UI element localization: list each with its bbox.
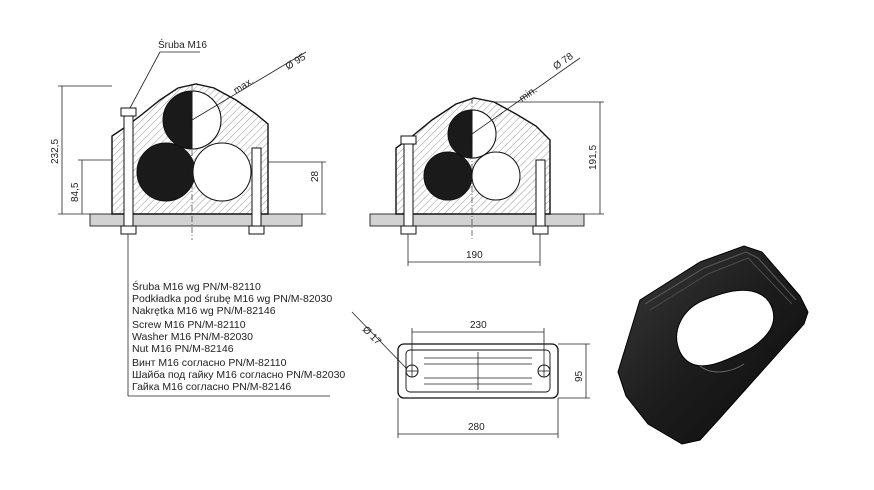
legend-line: Śruba M16 wg PN/M-82110	[132, 280, 261, 293]
bolt-right	[535, 159, 546, 233]
cable-bottom-left	[423, 151, 473, 201]
mounting-plate	[369, 213, 585, 227]
top-view	[351, 311, 590, 438]
label-dia-max: Ø 95	[284, 51, 309, 72]
legend: Śruba M16 wg PN/M-82110 Podkładka pod śr…	[127, 234, 345, 397]
legend-line: Screw M16 PN/M-82110	[132, 319, 246, 331]
product-render	[617, 245, 809, 445]
cable-bottom-right	[471, 151, 521, 201]
legend-line: Nut M16 PN/M-82146	[132, 343, 234, 355]
label-min: min.	[517, 85, 539, 105]
cable-bottom-left	[136, 142, 196, 202]
legend-line: Podkładka pod śrubę M16 wg PN/M-82030	[132, 293, 332, 305]
bolt-left	[123, 107, 134, 233]
label-max: max.	[232, 76, 256, 97]
dim-191-5: 191,5	[588, 145, 599, 170]
label-dia-hole: Ø 17	[360, 324, 383, 347]
cable-bottom-right	[192, 142, 252, 202]
mounting-plate	[89, 213, 303, 227]
legend-line: Nakrętka M16 wg PN/M-82146	[132, 305, 276, 317]
dim-84-5: 84,5	[70, 182, 81, 202]
legend-line: Гайка M16 согласно PN/M-82146	[132, 381, 291, 393]
legend-line: Washer M16 PN/M-82030	[132, 331, 253, 343]
dim-230: 230	[470, 320, 487, 331]
dim-232-5: 232,5	[50, 139, 61, 164]
legend-line: Винт M16 согласно PN/M-82110	[132, 357, 287, 369]
dim-190: 190	[466, 250, 483, 261]
front-view-min	[369, 57, 604, 266]
dim-95: 95	[574, 370, 585, 382]
label-screw-callout: Śruba M16	[158, 38, 207, 51]
clamp-render-opening	[676, 289, 775, 367]
dim-28: 28	[310, 170, 321, 182]
front-view-max	[58, 51, 326, 240]
legend-line: Шайба под гайку M16 согласно PN/M-82030	[132, 369, 345, 381]
dim-280: 280	[468, 422, 485, 433]
bolt-left	[403, 135, 414, 233]
bolt-right	[251, 147, 262, 233]
